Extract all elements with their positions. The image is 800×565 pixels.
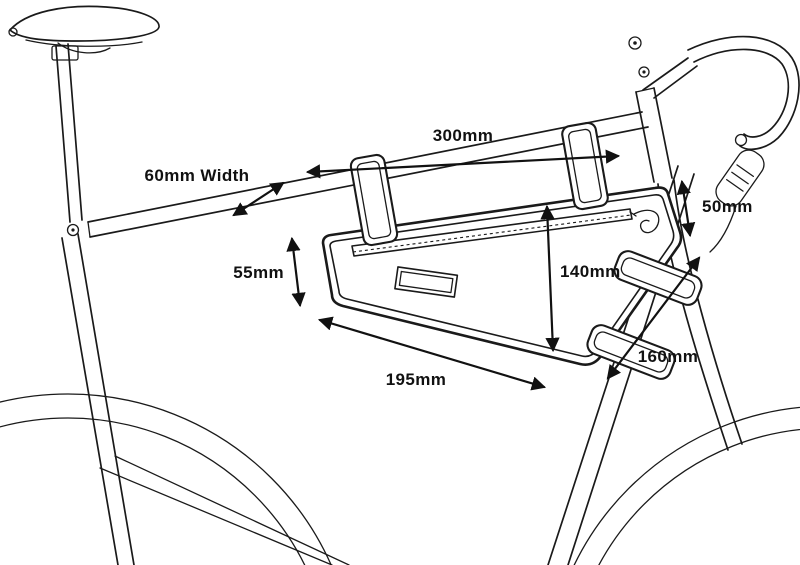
seat-post [55,43,83,223]
top-tube-strap-right [561,121,609,211]
dim-label-top-length: 300mm [433,126,494,145]
dim-arrow-downtube-edge [606,256,701,380]
dim-arrow-bottom-length [317,316,547,391]
dim-arrow-top-length [305,149,621,179]
dim-arrow-inner-height [540,204,560,353]
chainstay-lines [99,455,350,565]
stem [628,36,698,99]
seat-cluster [66,223,80,237]
front-wheel [573,406,800,565]
label-patch [394,266,459,298]
head-tube [635,87,673,183]
dim-arrow-bag-width [232,181,285,217]
zipper-pull [629,209,660,234]
seat-tube [61,233,135,565]
dim-arrow-front-height [286,236,306,308]
brake-lever [709,149,765,253]
dim-label-inner-height: 140mm [560,262,621,281]
dim-label-downtube-edge: 160mm [638,347,699,366]
zipper [351,208,633,257]
dim-label-front-height: 55mm [233,263,284,282]
dim-arrow-rear-height [676,179,696,238]
dim-label-bottom-length: 195mm [386,370,447,389]
dimension-annotations: 300mm 60mm Width 50mm 55mm 140mm 195mm 1… [145,126,753,391]
rear-wheel [0,393,332,565]
dim-label-bag-width: 60mm Width [145,166,250,185]
dim-label-rear-height: 50mm [702,197,753,216]
frame-bag-inner-seam [329,194,675,358]
saddle [8,5,160,61]
handlebar [687,35,800,151]
